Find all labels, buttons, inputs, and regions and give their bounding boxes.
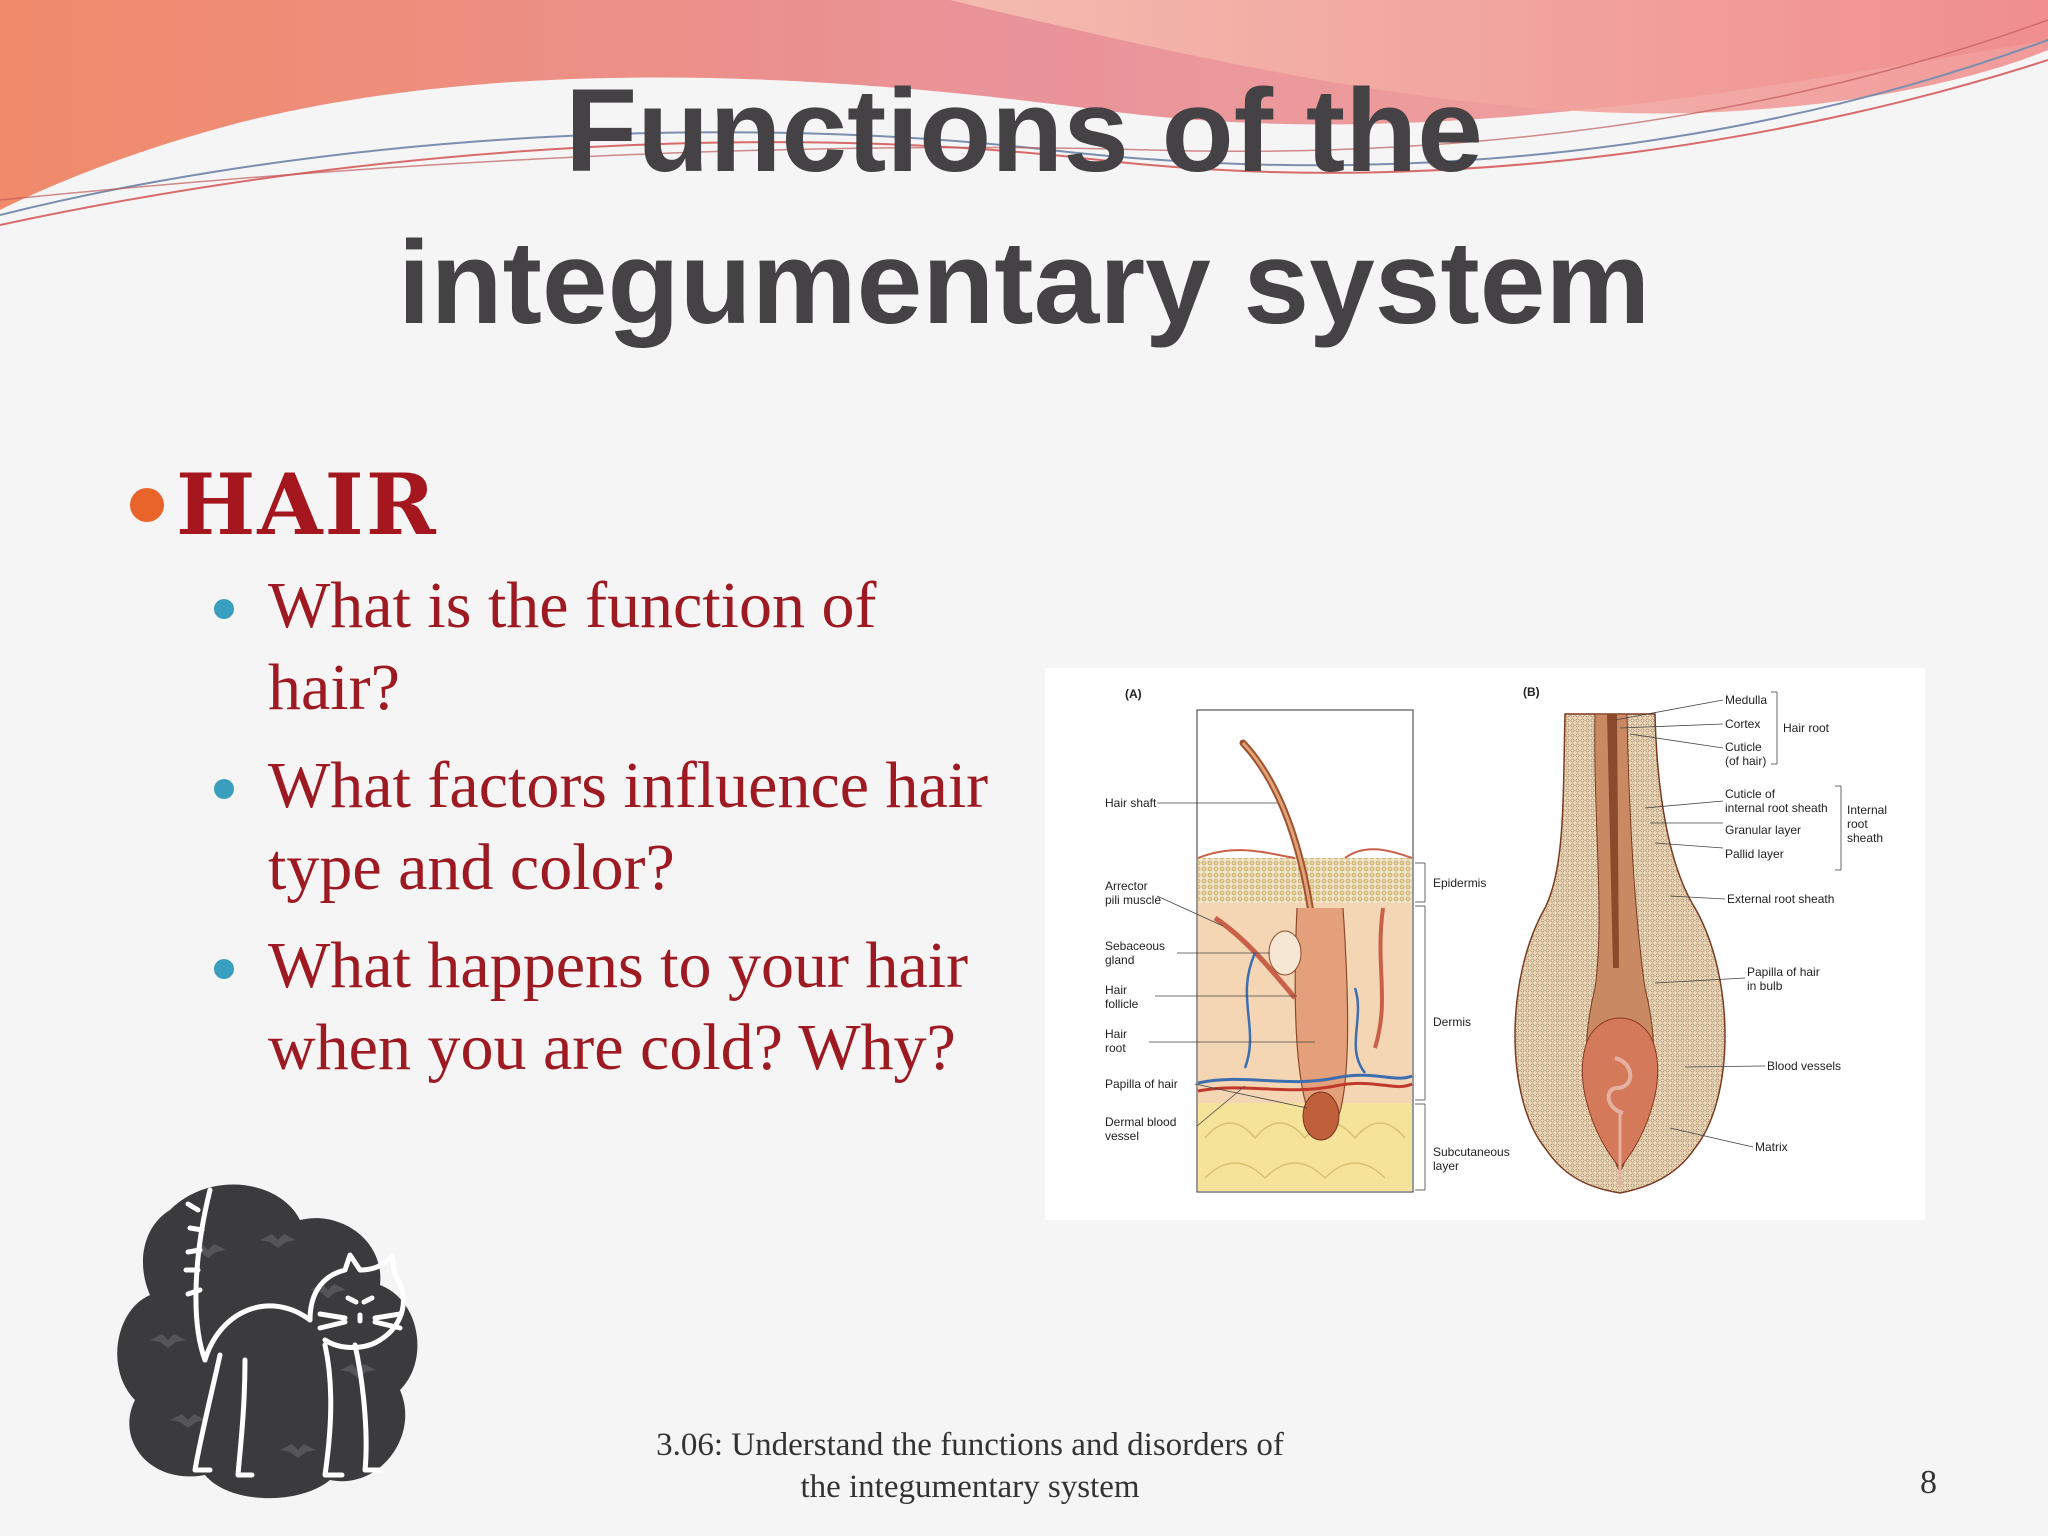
bullet-dot-icon	[130, 488, 164, 522]
label-cuticle-1: Cuticle	[1725, 740, 1762, 754]
label-cortex: Cortex	[1725, 717, 1760, 731]
panel-b-label: (B)	[1523, 685, 1540, 699]
slide-footer: 3.06: Understand the functions and disor…	[560, 1424, 1380, 1508]
label-arrector-2: pili muscle	[1105, 893, 1161, 907]
list-item: What is the function of hair?	[210, 565, 990, 729]
papilla-bulb-drawing	[1581, 1017, 1659, 1169]
label-internal-2: root	[1847, 817, 1868, 831]
sebaceous-gland-drawing	[1268, 930, 1302, 976]
label-pallid: Pallid layer	[1725, 847, 1784, 861]
label-follicle-1: Hair	[1105, 983, 1127, 997]
question-text: What happens to your hair when you are c…	[268, 929, 969, 1084]
label-root-2: root	[1105, 1041, 1126, 1055]
label-follicle-2: follicle	[1105, 997, 1139, 1011]
label-papilla-1: Papilla of hair	[1747, 965, 1820, 979]
bullet-dot-icon	[214, 779, 234, 799]
arrector-pili-drawing	[1213, 915, 1297, 1000]
label-subcut-1: Subcutaneous	[1433, 1145, 1510, 1159]
label-hair-shaft: Hair shaft	[1105, 796, 1157, 810]
label-sebaceous-1: Sebaceous	[1105, 939, 1165, 953]
label-external: External root sheath	[1727, 892, 1834, 906]
label-granular: Granular layer	[1725, 823, 1801, 837]
label-papilla: Papilla of hair	[1105, 1077, 1178, 1091]
label-arrector-1: Arrector	[1105, 879, 1148, 893]
bullet-dot-icon	[214, 599, 234, 619]
question-list: What is the function of hair? What facto…	[210, 565, 990, 1105]
label-papilla-2: in bulb	[1747, 979, 1783, 993]
panel-a-label: (A)	[1125, 687, 1142, 701]
scared-cat-icon	[117, 1184, 418, 1499]
slide-title: Functions of the integumentary system	[0, 55, 2048, 359]
footer-line-1: 3.06: Understand the functions and disor…	[656, 1427, 1284, 1463]
hair-anatomy-diagram: (A) Hair shaft Arrector pili muscle Seba…	[1045, 668, 1925, 1220]
label-matrix: Matrix	[1755, 1140, 1788, 1154]
bullet-dot-icon	[214, 959, 234, 979]
label-blood: Blood vessels	[1767, 1059, 1841, 1073]
main-bullet: HAIR	[130, 455, 438, 555]
title-line-1: Functions of the	[565, 65, 1483, 197]
header-wave-banner	[0, 0, 2048, 226]
question-text: What is the function of hair?	[268, 569, 877, 724]
label-internal-3: sheath	[1847, 831, 1883, 845]
title-line-2: integumentary system	[397, 217, 1651, 349]
section-heading: HAIR	[176, 455, 438, 554]
list-item: What factors influence hair type and col…	[210, 745, 990, 909]
label-subcut-2: layer	[1433, 1159, 1459, 1173]
footer-line-2: the integumentary system	[800, 1469, 1140, 1505]
page-number: 8	[1920, 1464, 1937, 1501]
label-sebaceous-2: gland	[1105, 953, 1134, 967]
label-medulla: Medulla	[1725, 693, 1767, 707]
label-cuticle-2: (of hair)	[1725, 754, 1766, 768]
label-hair-root: Hair root	[1783, 721, 1830, 735]
label-dermal-2: vessel	[1105, 1129, 1139, 1143]
label-internal-1: Internal	[1847, 803, 1887, 817]
label-dermal-1: Dermal blood	[1105, 1115, 1176, 1129]
label-cuticle-irs-2: internal root sheath	[1725, 801, 1828, 815]
label-epidermis: Epidermis	[1433, 876, 1486, 890]
label-dermis: Dermis	[1433, 1015, 1471, 1029]
list-item: What happens to your hair when you are c…	[210, 925, 990, 1089]
label-cuticle-irs-1: Cuticle of	[1725, 787, 1776, 801]
question-text: What factors influence hair type and col…	[268, 749, 989, 904]
label-root-1: Hair	[1105, 1027, 1127, 1041]
blood-vessel-drawing	[1197, 1073, 1413, 1085]
papilla-drawing	[1302, 1091, 1340, 1141]
